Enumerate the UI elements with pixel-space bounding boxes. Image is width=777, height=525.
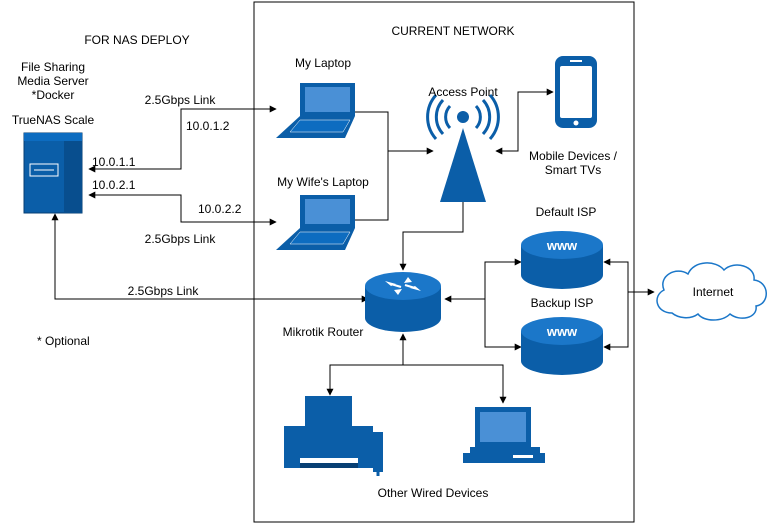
laptop-2-name: My Wife's Laptop xyxy=(277,175,369,189)
laptop-1-link: 2.5Gbps Link xyxy=(145,93,217,107)
link-backup-isp-internet xyxy=(603,292,629,351)
access-point-name: Access Point xyxy=(428,85,498,99)
mobile-label-line1: Mobile Devices / xyxy=(529,149,618,163)
default-isp-www-label: www xyxy=(546,238,578,253)
wired-devices-name: Other Wired Devices xyxy=(378,486,489,500)
default-isp-name: Default ISP xyxy=(536,205,597,219)
laptop-1-name: My Laptop xyxy=(295,56,351,70)
connections xyxy=(51,88,655,404)
laptop-icon xyxy=(276,195,355,250)
access-point-icon xyxy=(426,94,500,202)
link-nas-wife-laptop xyxy=(88,191,277,226)
section-label-nas-deploy: FOR NAS DEPLOY xyxy=(84,33,189,47)
link-router-backup-isp xyxy=(484,299,522,351)
backup-isp-name: Backup ISP xyxy=(531,296,594,310)
nas-ip-1: 10.0.1.1 xyxy=(92,155,136,169)
cloud-icon xyxy=(656,262,767,321)
router-icon xyxy=(365,272,441,332)
printer-icon xyxy=(284,396,383,476)
laptop-2-link: 2.5Gbps Link xyxy=(145,232,217,246)
link-default-isp-internet xyxy=(603,258,629,292)
internet-name: Internet xyxy=(693,285,734,299)
server-icon xyxy=(23,132,83,214)
router-link-label: 2.5Gbps Link xyxy=(128,284,200,298)
link-wife-laptop-ap xyxy=(355,151,389,221)
footnote-optional: * Optional xyxy=(37,334,90,348)
link-router-desktop xyxy=(403,364,507,404)
nas-services-line2: Media Server xyxy=(17,74,88,88)
link-router-default-isp xyxy=(484,258,522,299)
laptop-icon xyxy=(276,83,355,138)
nas-ip-2: 10.0.2.1 xyxy=(92,178,136,192)
link-laptop-ap xyxy=(355,111,434,155)
laptop-2-ip: 10.0.2.2 xyxy=(198,202,242,216)
www-cylinder-icon: www xyxy=(521,231,603,289)
router-name: Mikrotik Router xyxy=(283,325,364,339)
labels: FOR NAS DEPLOY CURRENT NETWORK File Shar… xyxy=(12,24,734,500)
laptop-1-ip: 10.0.1.2 xyxy=(186,119,230,133)
www-cylinder-icon: www xyxy=(521,317,603,375)
desktop-computer-icon xyxy=(463,407,545,463)
smartphone-icon xyxy=(555,56,597,128)
link-ap-mobile xyxy=(495,88,554,155)
backup-isp-www-label: www xyxy=(546,324,578,339)
link-router-printer xyxy=(326,364,403,396)
link-ap-router xyxy=(399,202,464,271)
nas-services-line1: File Sharing xyxy=(21,60,85,74)
mobile-label-line2: Smart TVs xyxy=(545,163,601,177)
nas-name: TrueNAS Scale xyxy=(12,113,95,127)
link-nas-router xyxy=(51,213,369,303)
section-label-current-network: CURRENT NETWORK xyxy=(391,24,514,38)
nas-services-line3: *Docker xyxy=(32,88,75,102)
link-nas-laptop xyxy=(88,105,277,173)
